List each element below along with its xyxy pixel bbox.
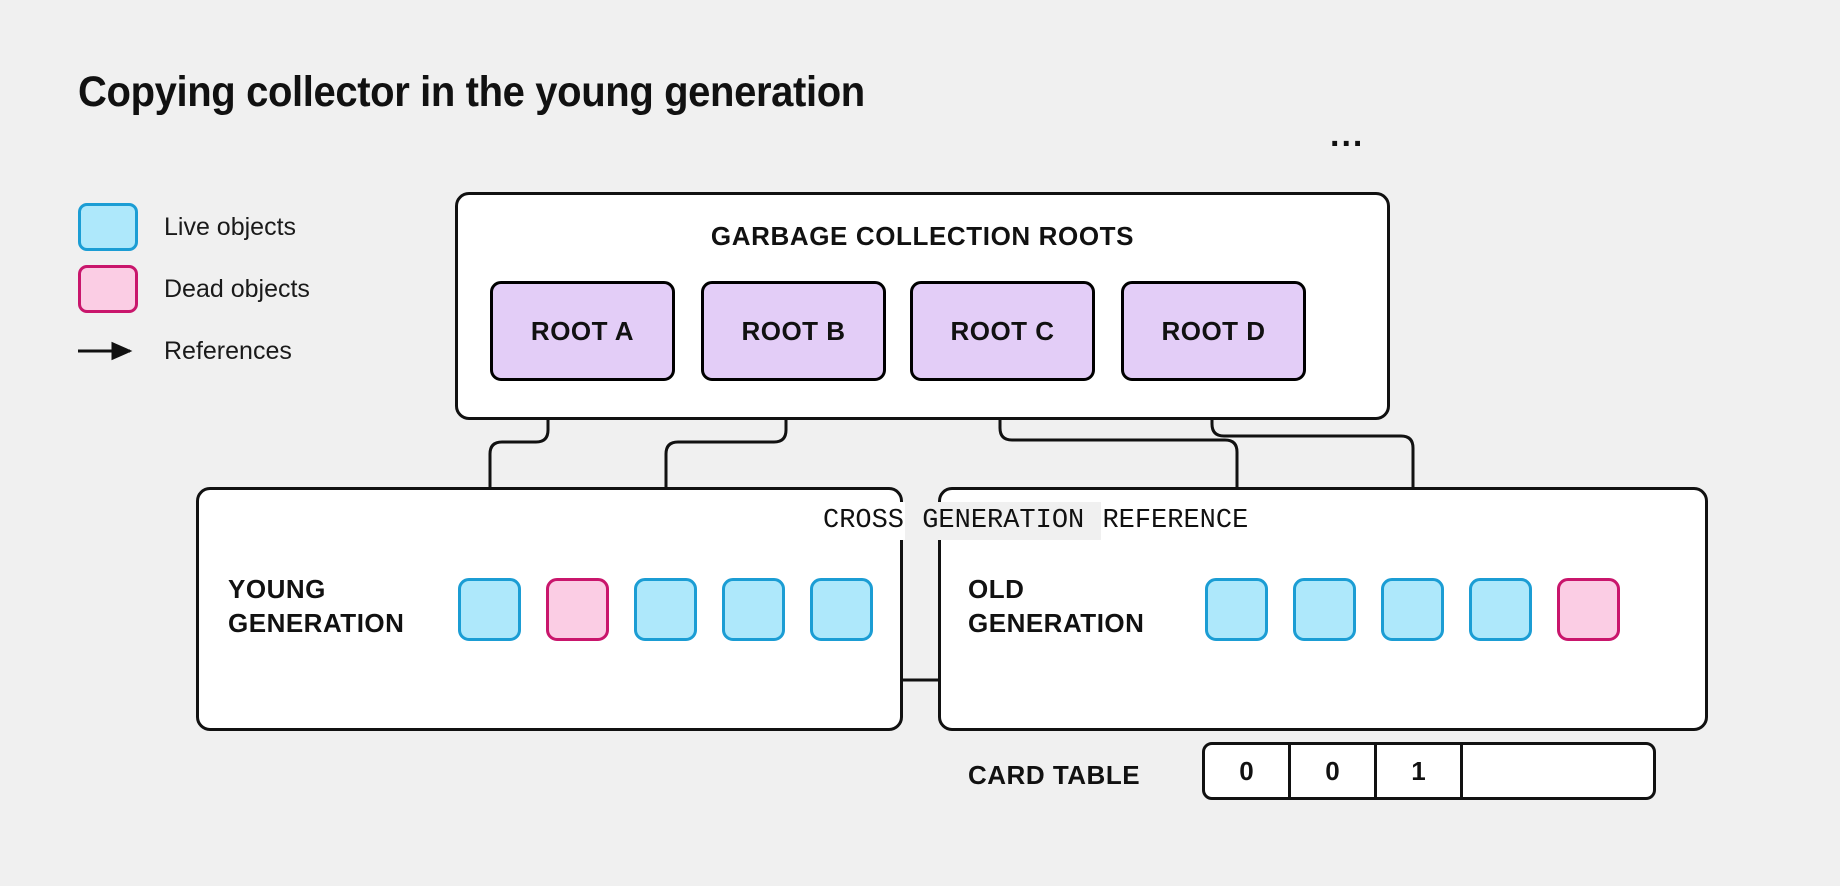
young-generation-panel — [196, 487, 903, 731]
root-ellipsis: ... — [1330, 116, 1365, 154]
card-table-cell-1[interactable]: 0 — [1291, 745, 1377, 797]
legend-label-references: References — [164, 336, 292, 365]
cross-gen-part-2: GENERATION — [905, 502, 1102, 540]
card-table-label: CARD TABLE — [968, 760, 1141, 790]
gc-roots-title: GARBAGE COLLECTION ROOTS — [710, 221, 1135, 251]
young-object-4[interactable] — [722, 578, 785, 641]
cross-gen-part-3: REFERENCE — [1101, 502, 1250, 540]
old-object-3[interactable] — [1381, 578, 1444, 641]
young-object-2[interactable] — [546, 578, 609, 641]
legend: Live objects Dead objects References — [78, 196, 408, 382]
old-object-2[interactable] — [1293, 578, 1356, 641]
legend-item-live: Live objects — [78, 196, 408, 258]
gc-roots-panel: GARBAGE COLLECTION ROOTS ROOT A ROOT B R… — [455, 192, 1390, 420]
legend-label-live: Live objects — [164, 212, 297, 241]
dead-object-swatch — [78, 265, 138, 313]
young-generation-label: YOUNG GENERATION — [228, 574, 405, 638]
page-title: Copying collector in the young generatio… — [78, 68, 865, 116]
root-box-d[interactable]: ROOT D — [1121, 281, 1306, 381]
young-object-3[interactable] — [634, 578, 697, 641]
root-box-a[interactable]: ROOT A — [490, 281, 675, 381]
legend-item-references: References — [78, 320, 408, 382]
card-table-cell-2[interactable]: 1 — [1377, 745, 1463, 797]
live-object-swatch — [78, 203, 138, 251]
reference-arrow-icon — [78, 327, 138, 375]
old-object-4[interactable] — [1469, 578, 1532, 641]
old-object-1[interactable] — [1205, 578, 1268, 641]
young-object-1[interactable] — [458, 578, 521, 641]
old-object-5[interactable] — [1557, 578, 1620, 641]
old-generation-label: OLD GENERATION — [968, 574, 1145, 638]
root-box-b[interactable]: ROOT B — [701, 281, 886, 381]
legend-label-dead: Dead objects — [164, 274, 310, 303]
card-table-cell-3[interactable] — [1463, 745, 1653, 797]
card-table: 0 0 1 — [1202, 742, 1656, 800]
root-box-c[interactable]: ROOT C — [910, 281, 1095, 381]
cross-gen-part-1: CROSS — [822, 502, 906, 540]
cross-generation-reference-label: CROSS GENERATION REFERENCE — [822, 502, 1250, 540]
young-object-5[interactable] — [810, 578, 873, 641]
legend-item-dead: Dead objects — [78, 258, 408, 320]
card-table-cell-0[interactable]: 0 — [1205, 745, 1291, 797]
